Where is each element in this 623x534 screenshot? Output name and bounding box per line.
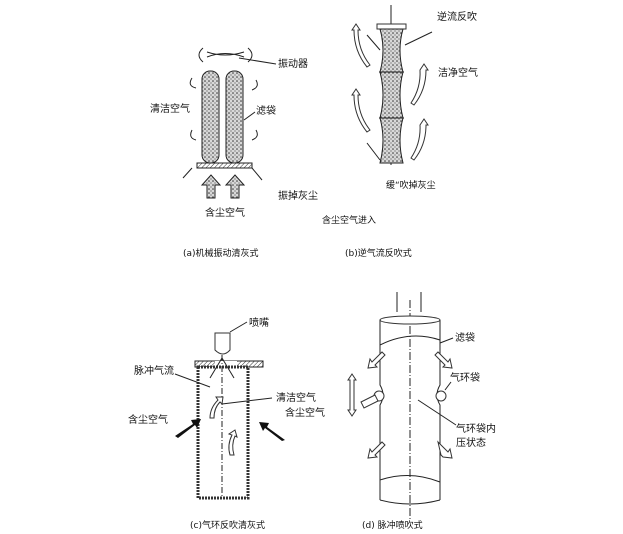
airflow-arrow-icon — [410, 118, 429, 161]
label-filter-bag: 滤袋 — [455, 331, 475, 344]
label-blown-dust: 缓“吹掉灰尘 — [386, 179, 436, 191]
airflow-arrow-icon — [351, 88, 371, 133]
label-filter-bag: 滤袋 — [256, 104, 276, 117]
label-nozzle: 喷嘴 — [249, 317, 269, 329]
label-pressure-state-1: 气环袋内 — [456, 422, 496, 435]
airflow-arrow-icon — [351, 23, 371, 68]
caption-b: (b)逆气流反吹式 — [345, 247, 412, 259]
panel-d-pulse-jet: 滤袋 气环袋 气环袋内 压状态 (d) 脉冲喷吹式 — [347, 292, 496, 531]
label-dusty-air-in: 含尘空气进入 — [322, 214, 376, 226]
label-dusty-air: 含尘空气 — [205, 206, 245, 219]
panel-b-reverse-airflow: 逆流反吹 洁净空气 缓“吹掉灰尘 含尘空气进入 (b)逆气流反吹式 — [322, 5, 478, 259]
outflow-arrow-icon — [434, 351, 453, 369]
airflow-arrow-icon — [410, 63, 429, 106]
label-clean-air: 清洁空气 — [276, 391, 316, 404]
outflow-arrow-icon — [367, 351, 386, 369]
caption-d: (d) 脉冲喷吹式 — [362, 519, 423, 531]
dusty-air-arrow-icon — [200, 174, 222, 199]
up-down-arrow-icon — [347, 373, 357, 417]
filter-bag-right — [225, 70, 244, 164]
label-pressure-state-2: 压状态 — [456, 436, 486, 449]
caption-c: (c)气环反吹清灰式 — [190, 519, 265, 531]
label-dusty-air-left: 含尘空气 — [128, 413, 168, 426]
filter-bag-left — [201, 70, 220, 164]
collapsed-filter-bag — [379, 28, 404, 164]
dusty-air-arrow-right-icon — [259, 422, 285, 441]
label-shaken-dust: 振掉灰尘 — [278, 189, 318, 202]
clean-air-arrow-icon — [227, 429, 238, 456]
tube-sheet — [196, 162, 253, 169]
airflow-arrows-icon — [189, 77, 258, 141]
panel-a-mechanical-vibration: 振动器 清洁空气 滤袋 振掉灰尘 含尘空气 (a)机械振动清灰式 — [150, 47, 318, 259]
vibrator-icon — [198, 47, 253, 63]
label-clean-air: 清洁空气 — [150, 102, 190, 115]
nozzle-icon — [214, 332, 231, 355]
outflow-arrow-icon — [437, 440, 453, 459]
filter-bag — [196, 365, 250, 500]
label-vibrator: 振动器 — [278, 57, 308, 70]
air-ring-bag-icon — [435, 390, 447, 402]
label-pulse-flow: 脉冲气流 — [134, 364, 174, 377]
caption-a: (a)机械振动清灰式 — [183, 247, 259, 259]
label-air-ring-bag: 气环袋 — [450, 371, 480, 384]
clean-air-arrow-icon — [209, 396, 224, 419]
label-reverse-flow: 逆流反吹 — [437, 10, 477, 23]
label-clean-air: 洁净空气 — [438, 66, 478, 79]
label-dusty-air-right: 含尘空气 — [285, 406, 325, 419]
panel-c-air-ring-reverse: 喷嘴 脉冲气流 清洁空气 含尘空气 含尘空气 (c)气环反吹清灰式 — [128, 317, 325, 531]
dusty-air-arrow-icon — [224, 174, 246, 199]
dusty-air-arrow-left-icon — [175, 419, 201, 438]
outflow-arrow-icon — [367, 441, 386, 459]
